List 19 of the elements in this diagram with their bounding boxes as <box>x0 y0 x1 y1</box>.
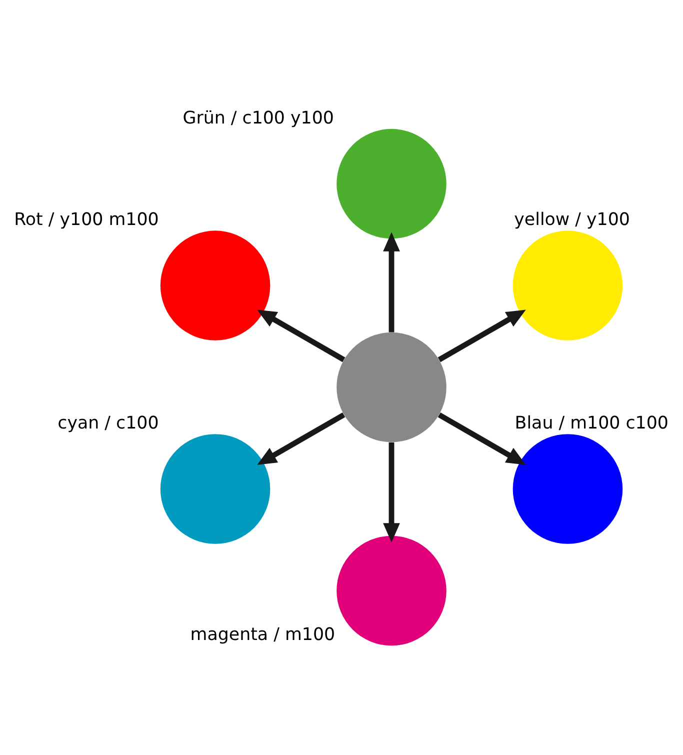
node-label: cyan / c100 <box>58 413 159 434</box>
arrow <box>257 412 346 465</box>
node-label: Grün / c100 y100 <box>182 108 334 128</box>
node-circle <box>336 128 446 239</box>
node-label: Blau / m100 c100 <box>514 413 668 434</box>
arrow <box>257 310 346 362</box>
node-label: Rot / y100 m100 <box>14 210 159 230</box>
arrow <box>438 412 526 465</box>
arrow <box>383 442 400 542</box>
node-circle <box>512 434 623 544</box>
node-circle <box>336 332 446 442</box>
node-label: magenta / m100 <box>190 625 336 645</box>
node-circle <box>160 434 270 544</box>
node-circle <box>336 536 446 646</box>
arrow <box>383 232 400 332</box>
node-circle <box>512 230 623 340</box>
node-circle <box>160 230 270 340</box>
node-label: yellow / y100 <box>514 210 630 230</box>
arrow <box>438 310 526 362</box>
